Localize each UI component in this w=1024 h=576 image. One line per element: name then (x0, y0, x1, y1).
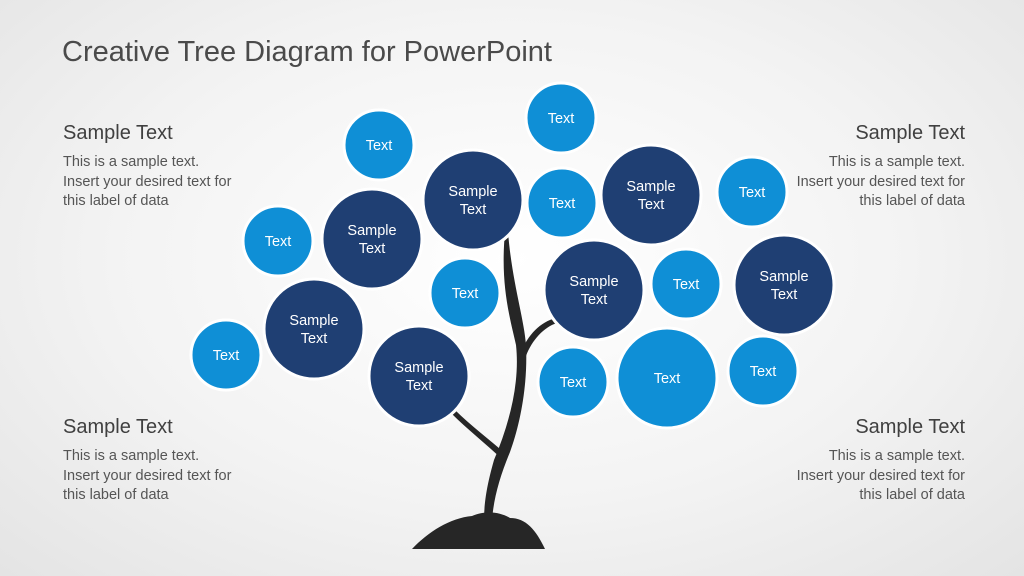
tree-node-label: Text (265, 234, 292, 250)
tree-node-circle (428, 256, 502, 330)
tree-node-circle (342, 108, 416, 182)
tree-node-circle (525, 166, 599, 240)
tree-node: Text (615, 326, 719, 430)
label-body: This is a sample text. Insert your desir… (63, 154, 232, 209)
tree-node-circle (615, 326, 719, 430)
tree-trunk (412, 232, 557, 549)
label-body: This is a sample text. Insert your desir… (63, 448, 232, 503)
tree-node-circle (320, 187, 424, 291)
tree-node-circle (732, 233, 836, 337)
tree-node-circle (599, 143, 703, 247)
label-heading: Sample Text (855, 122, 965, 144)
tree-node-circle (726, 334, 800, 408)
tree-node: Text (524, 81, 598, 155)
tree-node-label: Text (739, 185, 766, 201)
tree-node-circle (189, 318, 263, 392)
tree-node-label: Text (548, 111, 575, 127)
slide-title: Creative Tree Diagram for PowerPoint (62, 36, 552, 68)
tree-node-label: Text (549, 196, 576, 212)
tree-node-circle (262, 277, 366, 381)
tree-node-circle (649, 247, 723, 321)
label-heading: Sample Text (63, 416, 173, 438)
label-bottom-left: Sample Text This is a sample text. Inser… (63, 415, 233, 506)
label-heading: Sample Text (855, 416, 965, 438)
tree-node-circle (536, 345, 610, 419)
tree-node: Text (525, 166, 599, 240)
tree-node: Text (536, 345, 610, 419)
tree-node: Text (189, 318, 263, 392)
tree-node-label: Text (213, 348, 240, 364)
tree-node-label: Text (654, 371, 681, 387)
tree-node-label: Text (452, 286, 479, 302)
tree-node: Text (649, 247, 723, 321)
tree-node-circle (524, 81, 598, 155)
tree-node-label: Text (750, 364, 777, 380)
tree-node-circle (421, 148, 525, 252)
tree-node-circle (715, 155, 789, 229)
tree-node-circle (241, 204, 315, 278)
tree-node: Text (428, 256, 502, 330)
label-body: This is a sample text. Insert your desir… (796, 154, 965, 209)
tree-node-label: Text (560, 375, 587, 391)
label-top-left: Sample Text This is a sample text. Inser… (63, 121, 233, 212)
tree-node-circle (367, 324, 471, 428)
label-top-right: Sample Text This is a sample text. Inser… (795, 121, 965, 212)
tree-node: Text (726, 334, 800, 408)
label-bottom-right: Sample Text This is a sample text. Inser… (795, 415, 965, 506)
label-body: This is a sample text. Insert your desir… (796, 448, 965, 503)
tree-node: Text (241, 204, 315, 278)
tree-node: Text (715, 155, 789, 229)
tree-node: Text (342, 108, 416, 182)
tree-node-label: Text (366, 138, 393, 154)
tree-node-label: Text (673, 277, 700, 293)
label-heading: Sample Text (63, 122, 173, 144)
tree-node-circle (542, 238, 646, 342)
